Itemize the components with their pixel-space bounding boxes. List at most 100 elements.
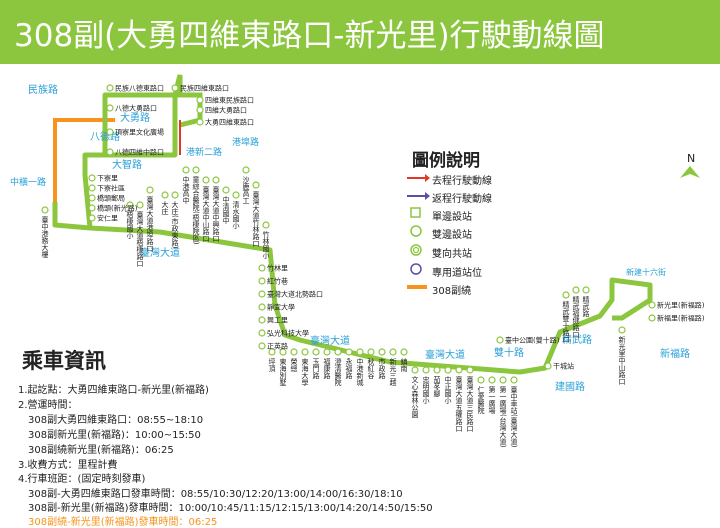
stop-marker	[182, 166, 190, 174]
legend-outbound: 去程行駛動線	[432, 176, 492, 187]
main-route-line	[52, 202, 653, 375]
stop-label: 臺中港務大樓	[41, 215, 49, 259]
stop-marker	[161, 191, 169, 199]
stop-marker	[106, 128, 114, 136]
road-label: 新建十六街	[626, 267, 666, 277]
stop-label: 鎮南	[400, 357, 408, 372]
shared-stop-icon	[410, 244, 422, 256]
stop-marker	[444, 366, 452, 374]
stop-label: 福康路	[323, 357, 331, 380]
stop-label: 第一廣場	[488, 385, 496, 415]
stop-marker	[356, 348, 364, 356]
compass-icon	[680, 166, 700, 178]
detour-route-line	[53, 118, 115, 202]
stop-marker	[146, 186, 154, 194]
stop-label: 安仁里	[97, 214, 118, 223]
stop-marker	[433, 366, 441, 374]
stop-marker	[232, 191, 240, 199]
stop-label: 臺灣大道梧棲路口	[136, 210, 144, 267]
stop-label: 下寮社區	[97, 184, 125, 193]
stop-label: 坪頂	[268, 358, 276, 373]
stop-marker	[106, 148, 114, 156]
info-hours-dayong: 308副大勇四維東路口：08:55~18:10	[28, 415, 204, 426]
info-hours-label: 2.營運時間：	[18, 400, 78, 411]
stop-marker	[378, 348, 386, 356]
stop-label: 干城站	[553, 362, 574, 371]
stop-label: 清水國小	[232, 200, 240, 230]
stop-label: 中港新城	[356, 357, 364, 387]
stop-marker	[222, 186, 230, 194]
stop-markers	[41, 84, 656, 384]
stop-label: 竹林里	[267, 264, 288, 273]
stop-label: 臺灣大道港埠路口	[146, 195, 154, 252]
stop-label: 新光三越	[389, 357, 397, 387]
road-label: 大勇路	[120, 111, 150, 124]
stop-label: 新光里(新福路)	[657, 301, 705, 310]
both-side-stop-icon	[410, 225, 422, 237]
compass-n: N	[687, 152, 695, 165]
stop-marker	[106, 84, 114, 92]
stop-label: 民族八德東路口	[115, 84, 164, 93]
stop-label: 臺灣大道中興路口	[212, 185, 220, 242]
stop-label: 臺灣大道三民路口	[466, 375, 474, 432]
stop-label: 市政路	[378, 357, 386, 380]
stop-marker	[572, 286, 580, 294]
stop-label: 秋紅谷	[367, 357, 375, 380]
stop-marker	[466, 366, 474, 374]
stop-label: 頂寮里文化廣場	[115, 128, 164, 137]
stop-marker	[544, 362, 552, 370]
stop-label: 臺灣大道中山路口	[202, 185, 210, 242]
stop-label: 中清國中	[222, 195, 230, 225]
stop-label: 中港高中	[182, 175, 190, 205]
stop-marker	[279, 348, 287, 356]
stop-label: 文心森林公園	[411, 375, 419, 419]
stop-label: 臺灣大道竹林路口	[252, 190, 260, 247]
stop-marker	[301, 348, 309, 356]
stop-label: 紅竹巷	[267, 277, 288, 286]
legend-single-stop: 單邊設站	[432, 212, 472, 223]
stop-marker	[41, 206, 49, 214]
stop-marker	[455, 366, 463, 374]
info-times-detour: 308副繞-新光里(新福路)發車時間：06:25	[28, 517, 218, 528]
stop-marker	[136, 201, 144, 209]
single-side-stop-icon	[410, 207, 421, 218]
stop-label: 八德四維中路口	[115, 148, 164, 157]
stop-marker	[258, 277, 266, 285]
stop-label: 臺中車站(臺灣大道)	[510, 385, 518, 448]
info-hours-detour: 308副繞新光里(新福路)：06:25	[28, 445, 174, 456]
stop-marker	[242, 166, 250, 174]
stop-marker	[477, 376, 485, 384]
stop-marker	[290, 348, 298, 356]
stop-label: 橋頭(新光路)	[97, 204, 138, 213]
dedicated-lane-stop-icon	[410, 263, 422, 275]
stop-label: 橋頭郵局	[97, 194, 125, 203]
stop-label: 東海大學	[301, 357, 309, 387]
legend-inbound: 返程行駛動線	[432, 194, 492, 205]
stop-label: 興工里	[267, 316, 288, 325]
stop-marker	[334, 348, 342, 356]
stop-label: 精武路	[582, 295, 590, 318]
stop-marker	[192, 166, 200, 174]
stop-marker	[312, 348, 320, 356]
road-label: 臺灣大道	[425, 348, 465, 361]
info-headway: 4.行車班距：(固定時刻發車)	[18, 474, 146, 485]
stop-marker	[258, 316, 266, 324]
stop-label: 四維大勇路口	[205, 106, 247, 115]
stop-marker	[510, 376, 518, 384]
stop-marker	[202, 176, 210, 184]
stop-label: 仁愛醫院	[477, 385, 485, 415]
stop-label: 大庄(市政東路)	[171, 200, 179, 249]
road-label: 精武路	[562, 333, 592, 346]
road-label: 中橫一路	[10, 176, 46, 188]
stop-marker	[488, 376, 496, 384]
info-endpoints: 1.起訖點：大勇四維東路口-新光里(新福路)	[18, 385, 209, 396]
north-loop-line-2	[172, 74, 203, 128]
stop-marker	[496, 336, 504, 344]
legend-title: 圖例說明	[412, 151, 480, 171]
road-label: 雙十路	[494, 346, 524, 359]
inbound-arrow-icon	[425, 192, 430, 200]
road-label: 建國路	[555, 380, 585, 393]
page-title: 308副(大勇四維東路口-新光里)行駛動線圖	[14, 18, 605, 54]
stop-label: 澄清醫院	[334, 357, 342, 387]
stop-label: 臺灣大道五權路口	[455, 375, 463, 432]
